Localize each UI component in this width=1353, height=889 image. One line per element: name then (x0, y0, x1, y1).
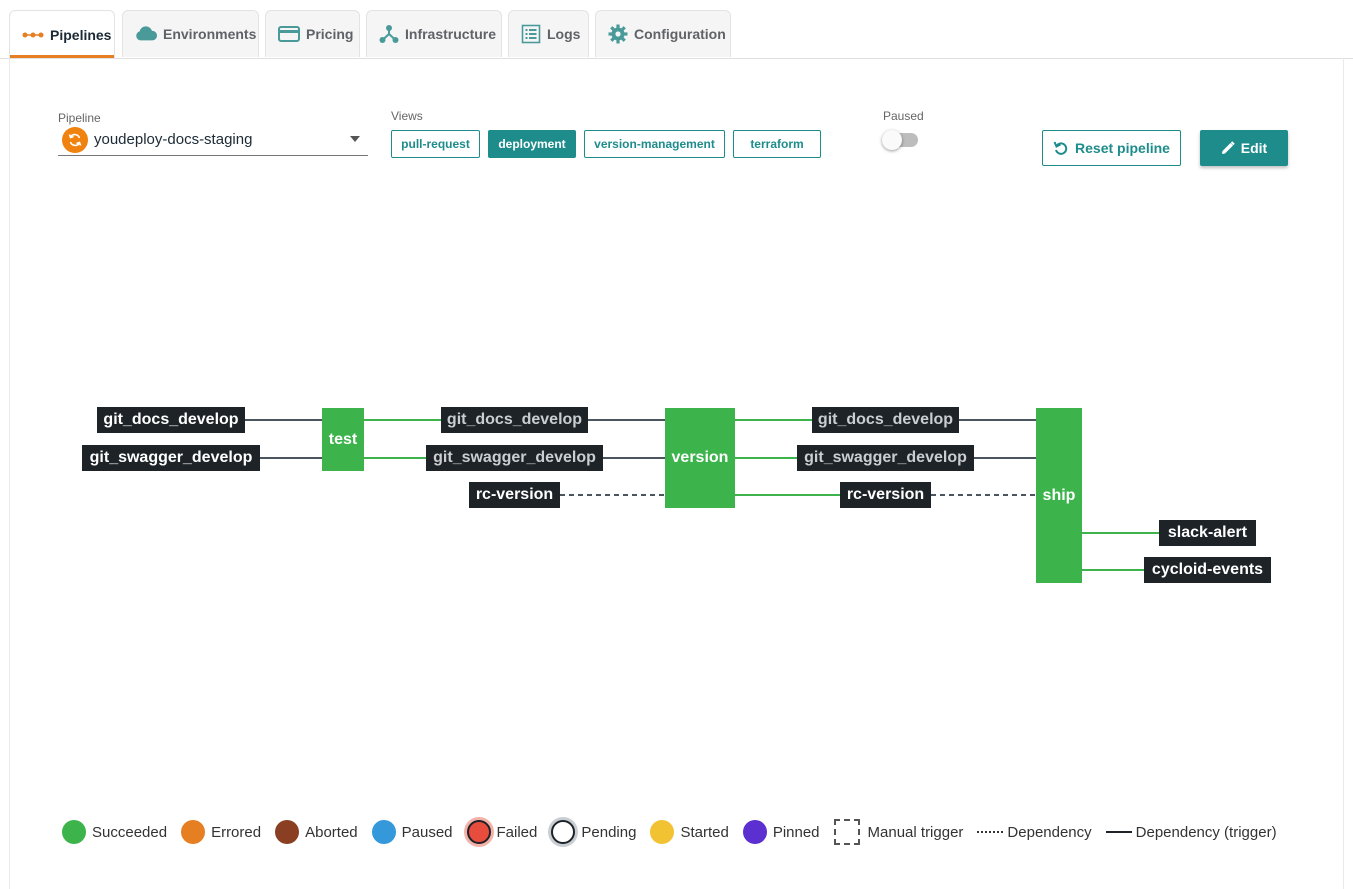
reset-icon (1053, 140, 1069, 156)
pipeline-select-value: youdeploy-docs-staging (94, 131, 253, 148)
legend-dependency: Dependency (977, 824, 1092, 841)
tab-label: Environments (163, 26, 257, 42)
sync-icon (62, 126, 88, 153)
view-chip-pull-request[interactable]: pull-request (391, 130, 480, 158)
resource-git-swagger-develop[interactable]: git_swagger_develop (797, 445, 974, 471)
credit-card-icon (278, 25, 300, 43)
errored-swatch (181, 820, 206, 844)
list-icon (521, 24, 541, 44)
legend-errored: Errored (181, 820, 261, 844)
view-chip-version-management[interactable]: version-management (584, 130, 725, 158)
dependency-swatch (977, 831, 1004, 833)
tab-environments[interactable]: Environments (122, 10, 259, 57)
resource-git-docs-develop[interactable]: git_docs_develop (441, 407, 588, 433)
reset-pipeline-button[interactable]: Reset pipeline (1042, 130, 1181, 166)
resource-slack-alert[interactable]: slack-alert (1159, 520, 1256, 546)
reset-pipeline-label: Reset pipeline (1075, 140, 1170, 156)
started-swatch (650, 820, 675, 844)
pencil-icon (1221, 141, 1235, 155)
resource-git-docs-develop[interactable]: git_docs_develop (812, 407, 959, 433)
tab-label: Logs (547, 26, 581, 42)
edit-label: Edit (1240, 140, 1268, 156)
aborted-swatch (275, 820, 300, 844)
views-label: Views (391, 109, 423, 123)
gear-icon (608, 24, 628, 44)
tab-pricing[interactable]: Pricing (265, 10, 360, 57)
legend-started: Started (650, 820, 729, 844)
tab-label: Pricing (306, 26, 354, 42)
view-chip-terraform[interactable]: terraform (733, 130, 821, 158)
paused-swatch (371, 820, 396, 844)
legend-manual-trigger: Manual trigger (833, 819, 963, 845)
pipeline-select[interactable]: youdeploy-docs-staging (58, 124, 368, 156)
status-legend: Succeeded Errored Aborted Paused Failed … (62, 818, 1291, 846)
job-test[interactable]: test (322, 408, 364, 471)
pipeline-panel (9, 58, 1344, 889)
legend-pending: Pending (551, 820, 636, 844)
legend-failed: Failed (466, 820, 537, 844)
dependency-trigger-swatch (1105, 831, 1132, 833)
job-ship[interactable]: ship (1036, 408, 1082, 583)
paused-label: Paused (883, 109, 924, 123)
legend-aborted: Aborted (275, 820, 358, 844)
edit-button[interactable]: Edit (1200, 130, 1288, 166)
paused-toggle[interactable] (882, 130, 918, 150)
tab-label: Infrastructure (405, 26, 497, 42)
manual-trigger-swatch (833, 819, 860, 845)
resource-git-swagger-develop[interactable]: git_swagger_develop (426, 445, 603, 471)
tab-label: Pipelines (50, 26, 112, 43)
infrastructure-icon (379, 25, 399, 43)
resource-git-docs-develop[interactable]: git_docs_develop (97, 407, 245, 433)
legend-dependency-trigger: Dependency (trigger) (1105, 824, 1277, 841)
job-version[interactable]: version (665, 408, 735, 508)
pipeline-label: Pipeline (58, 111, 101, 125)
resource-git-swagger-develop[interactable]: git_swagger_develop (82, 445, 260, 471)
view-chip-deployment[interactable]: deployment (488, 130, 576, 158)
legend-succeeded: Succeeded (62, 820, 167, 844)
tab-logs[interactable]: Logs (508, 10, 589, 57)
failed-swatch (466, 820, 491, 844)
cloud-icon (135, 25, 157, 43)
resource-rc-version[interactable]: rc-version (840, 482, 931, 508)
legend-pinned: Pinned (742, 820, 820, 844)
tab-bar: Pipelines Environments Pricing Infrastru… (0, 0, 1353, 59)
tab-infrastructure[interactable]: Infrastructure (366, 10, 502, 57)
tab-pipelines[interactable]: Pipelines (9, 10, 115, 58)
pinned-swatch (742, 820, 767, 844)
succeeded-swatch (62, 820, 86, 844)
resource-rc-version[interactable]: rc-version (469, 482, 560, 508)
legend-paused: Paused (371, 820, 453, 844)
paused-toggle-thumb[interactable] (882, 130, 902, 150)
resource-cycloid-events[interactable]: cycloid-events (1144, 557, 1271, 583)
tab-configuration[interactable]: Configuration (595, 10, 731, 57)
pipeline-icon (22, 26, 44, 44)
pending-swatch (551, 820, 576, 844)
tab-label: Configuration (634, 26, 726, 42)
chevron-down-icon (350, 136, 360, 142)
